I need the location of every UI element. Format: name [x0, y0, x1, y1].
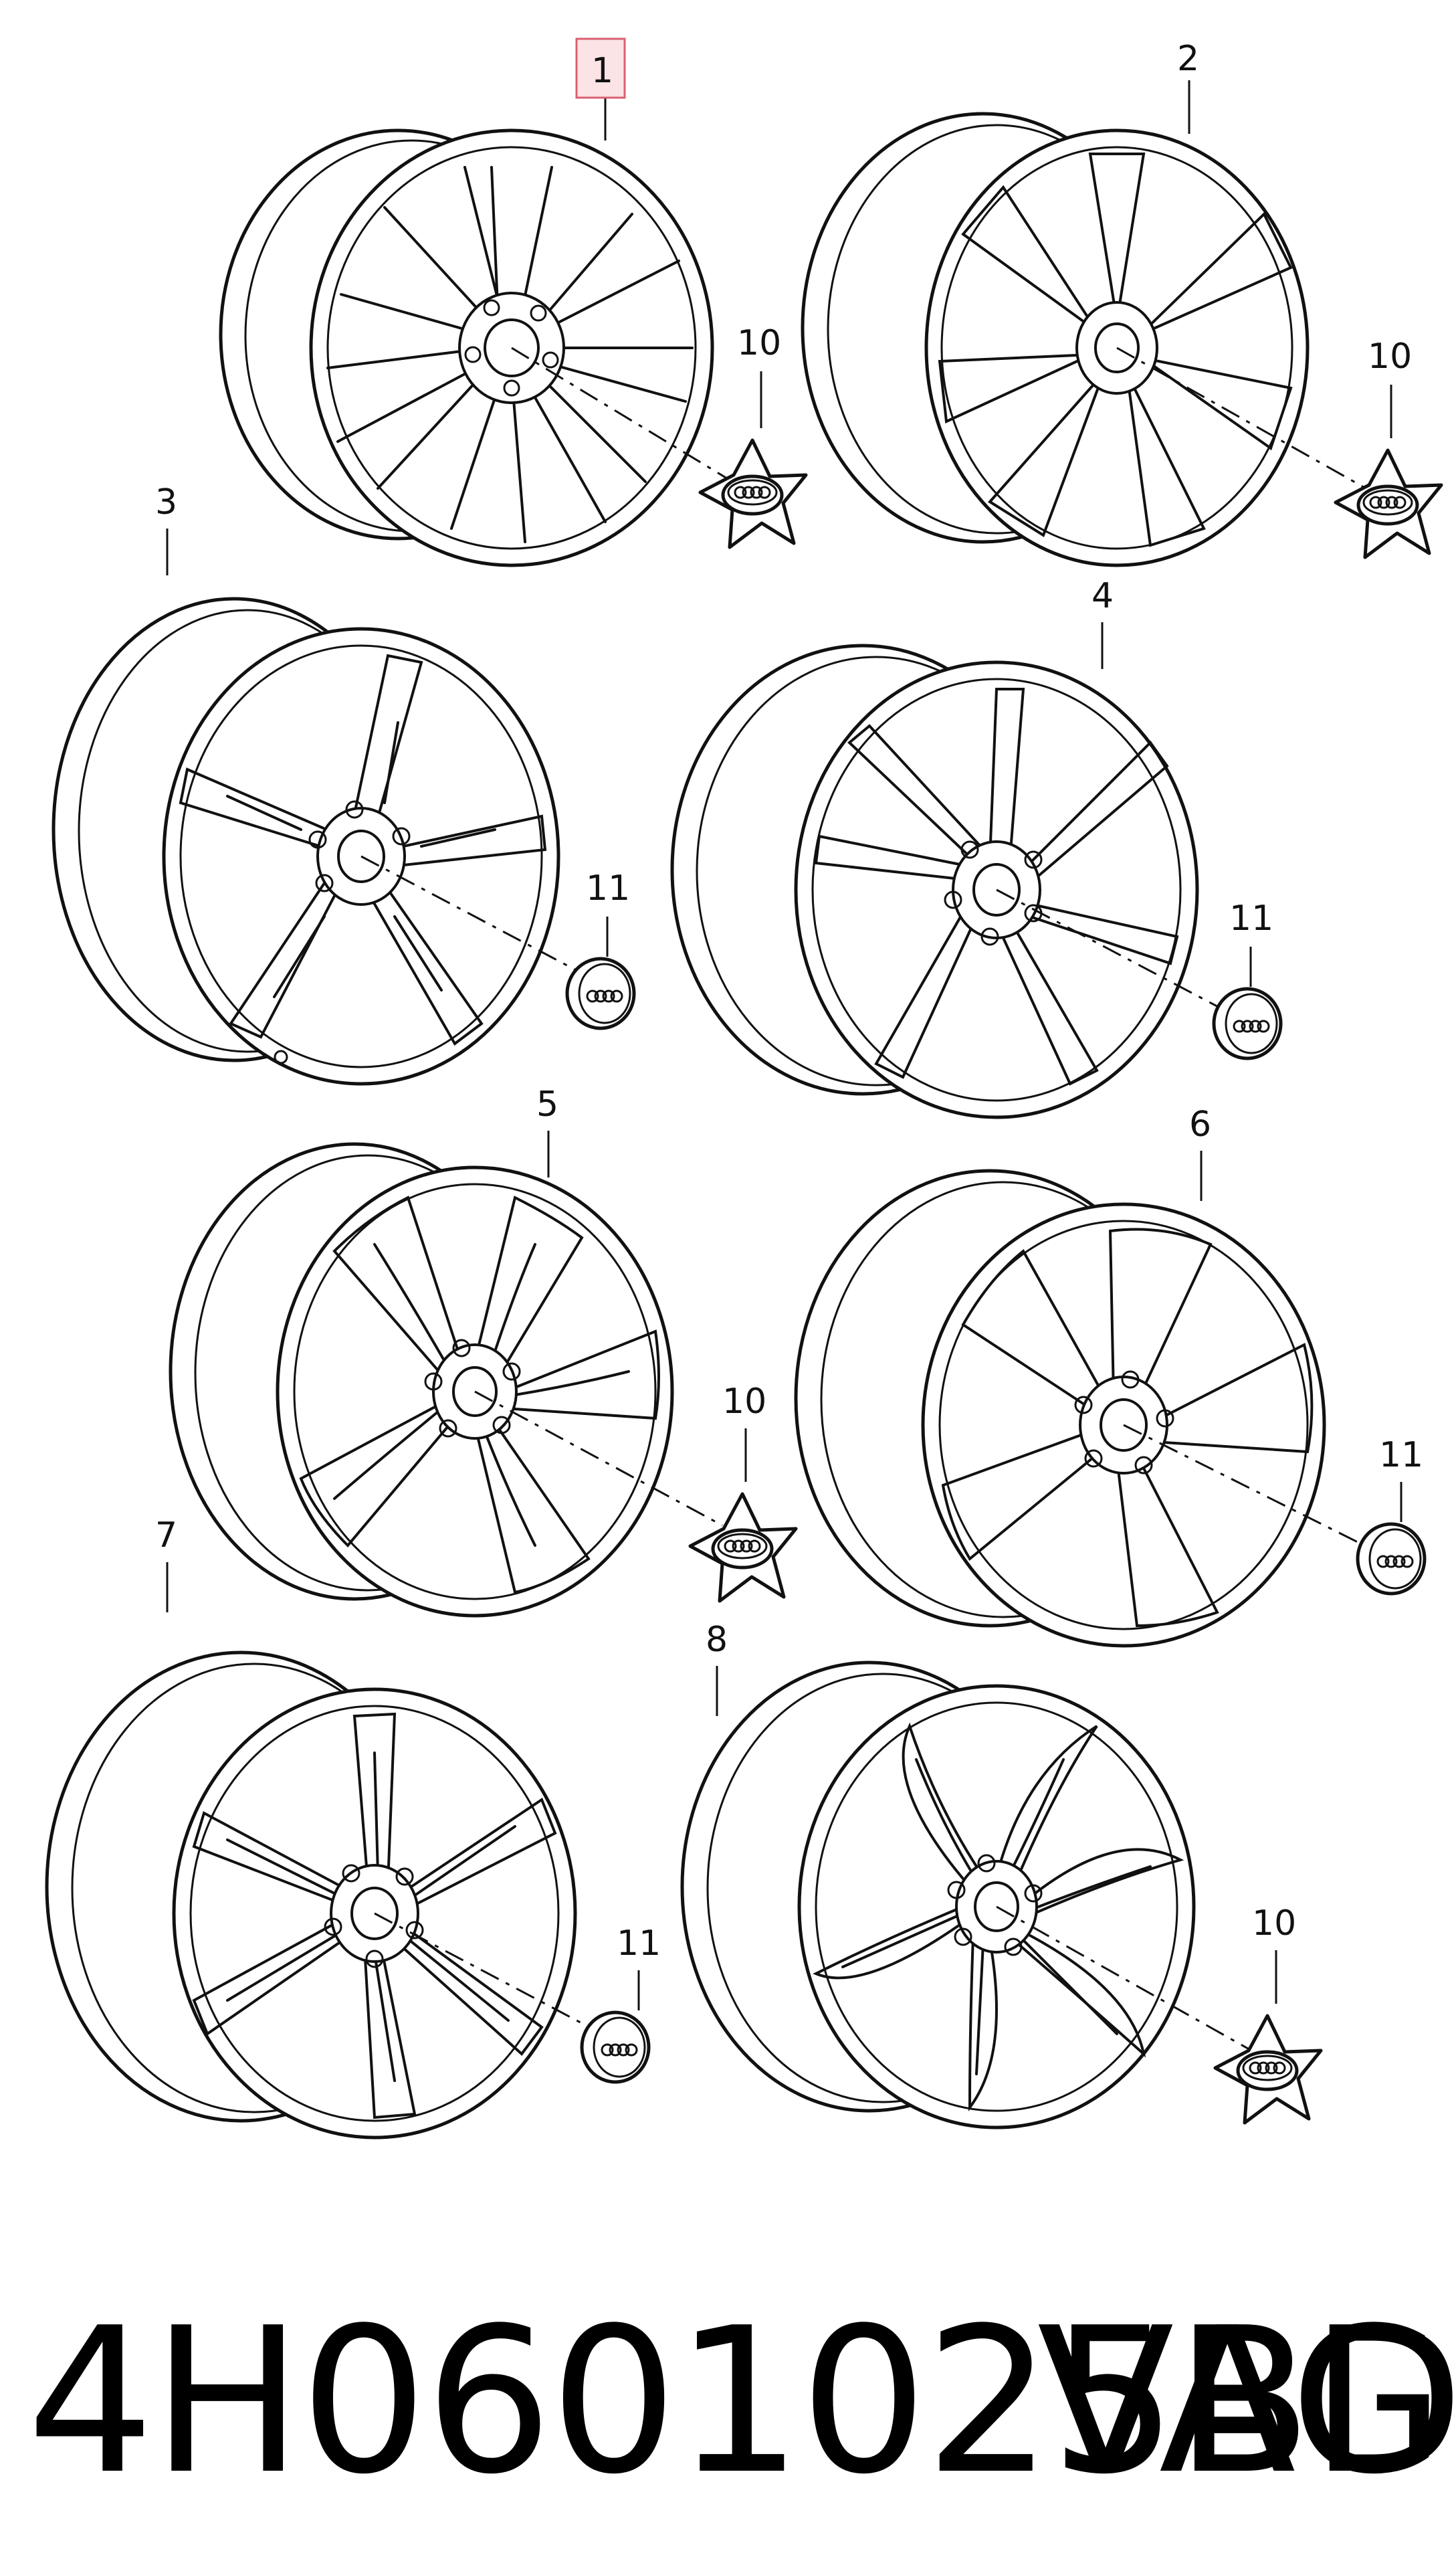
callout-10-c: 10: [722, 1382, 766, 1422]
hub-cap-icon: [1214, 989, 1281, 1058]
callout-8: 8: [706, 1620, 728, 1660]
wheel-5: [169, 1142, 674, 1618]
callout-1: 1: [591, 51, 613, 91]
callout-2: 2: [1177, 39, 1199, 79]
leader-line-2: [1116, 347, 1378, 496]
callout-7: 7: [155, 1515, 177, 1555]
callout-11-b: 11: [1229, 898, 1273, 939]
part-number: 4H0601025BD: [27, 2285, 1456, 2518]
center-cap-icon: [690, 1494, 796, 1601]
hub-cap-icon: [582, 2012, 649, 2082]
callout-10-b: 10: [1368, 337, 1412, 377]
center-cap-icon: [700, 440, 806, 547]
callout-11-a: 11: [586, 868, 630, 909]
wheel-3: [51, 597, 560, 1086]
wheel-8: [680, 1661, 1196, 2130]
callout-11-d: 11: [617, 1923, 661, 1964]
leader-line-3: [360, 855, 589, 978]
wheel-4: [670, 644, 1199, 1119]
brand-label: VAG: [1037, 2285, 1445, 2518]
wheel-2: [801, 112, 1310, 567]
leader-line-6: [1123, 1424, 1378, 1553]
hub-cap-icon: [1358, 1524, 1425, 1594]
wheel-6: [794, 1169, 1326, 1648]
leader-line-8: [996, 1905, 1258, 2055]
callout-11-c: 11: [1379, 1435, 1423, 1475]
callout-4: 4: [1091, 576, 1114, 616]
center-cap-icon: [1336, 450, 1441, 557]
callout-6: 6: [1189, 1105, 1211, 1145]
callout-5: 5: [536, 1084, 558, 1125]
leader-line-5: [474, 1390, 723, 1527]
callout-3: 3: [155, 482, 177, 523]
wheel-7: [45, 1650, 577, 2140]
callout-10-a: 10: [737, 323, 781, 363]
center-cap-icon: [1215, 2016, 1321, 2123]
callout-1-highlight: [575, 37, 626, 99]
callout-10-d: 10: [1252, 1903, 1296, 1944]
hub-cap-icon: [567, 959, 634, 1028]
leader-line-7: [374, 1912, 603, 2035]
wheel-1: [219, 128, 714, 567]
leader-line-4: [996, 888, 1238, 1018]
leader-line-1: [511, 347, 750, 493]
